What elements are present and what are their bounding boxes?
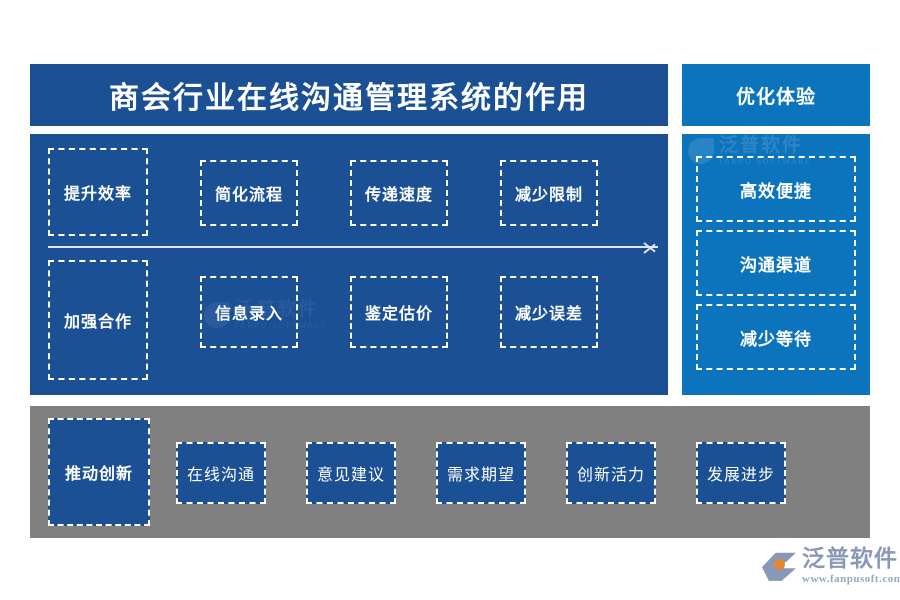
outcome-box-innovation-vitality[interactable]: 创新活力 (566, 442, 656, 504)
outcome-label: 意见建议 (316, 465, 385, 484)
outcome-label: 发展进步 (706, 465, 775, 484)
feature-box-reduce-error[interactable]: 减少误差 (500, 276, 598, 348)
feature-label: 提升效率 (63, 184, 132, 203)
header-badge-label: 优化体验 (735, 85, 816, 108)
feature-box-improve-efficiency[interactable]: 提升效率 (48, 148, 148, 236)
benefit-box-reduce-waiting[interactable]: 减少等待 (696, 304, 856, 370)
right-arrow-icon (644, 238, 656, 256)
benefit-box-communication-channel[interactable]: 沟通渠道 (696, 230, 856, 296)
outcome-label: 在线沟通 (186, 465, 255, 484)
feature-label: 减少限制 (514, 185, 583, 204)
outcome-box-opinions-suggestions[interactable]: 意见建议 (306, 442, 396, 504)
benefit-label: 高效便捷 (740, 181, 812, 202)
main-blue-panel: 提升效率 简化流程 传递速度 减少限制 加强合作 信息录入 鉴定估价 减少误差 … (30, 134, 668, 395)
benefit-box-efficient-convenient[interactable]: 高效便捷 (696, 156, 856, 222)
feature-label: 减少误差 (514, 304, 583, 323)
logo-company-name: 泛普软件 (802, 546, 898, 572)
watermark-cn-text: 泛普软件 (719, 134, 804, 156)
benefit-label: 减少等待 (740, 329, 812, 350)
feature-box-simplify-process[interactable]: 简化流程 (200, 160, 298, 226)
feature-label: 传递速度 (364, 185, 433, 204)
flow-arrow-line (48, 246, 658, 248)
feature-label: 简化流程 (214, 185, 283, 204)
logo-website-url: www.fanpusoft.com (802, 573, 900, 585)
feature-label: 鉴定估价 (364, 304, 433, 323)
page-title: 商会行业在线沟通管理系统的作用 (109, 81, 589, 116)
feature-label: 信息录入 (214, 304, 283, 323)
outcome-box-drive-innovation[interactable]: 推动创新 (48, 418, 150, 526)
logo-dot-shape (774, 558, 785, 570)
feature-box-appraisal-valuation[interactable]: 鉴定估价 (350, 276, 448, 348)
header-badge-optimize-experience: 优化体验 (682, 64, 870, 126)
feature-box-information-entry[interactable]: 信息录入 (200, 276, 298, 348)
outcome-box-development-progress[interactable]: 发展进步 (696, 442, 786, 504)
outcome-label: 推动创新 (64, 464, 133, 483)
bottom-gray-band: 推动创新 在线沟通 意见建议 需求期望 创新活力 发展进步 (30, 406, 870, 538)
outcome-label: 创新活力 (576, 465, 645, 484)
fanpu-logo-icon (762, 552, 796, 582)
feature-box-reduce-restriction[interactable]: 减少限制 (500, 160, 598, 226)
right-blue-panel: 泛普软件 FANPU SOFTWARE 高效便捷 沟通渠道 减少等待 (682, 134, 870, 395)
page-title-bar: 商会行业在线沟通管理系统的作用 (30, 64, 668, 126)
outcome-box-demand-expectation[interactable]: 需求期望 (436, 442, 526, 504)
feature-box-transfer-speed[interactable]: 传递速度 (350, 160, 448, 226)
company-logo: 泛普软件 www.fanpusoft.com (762, 548, 900, 585)
feature-box-strengthen-cooperation[interactable]: 加强合作 (48, 260, 148, 380)
outcome-box-online-communication[interactable]: 在线沟通 (176, 442, 266, 504)
feature-label: 加强合作 (63, 312, 132, 331)
outcome-label: 需求期望 (446, 465, 515, 484)
benefit-label: 沟通渠道 (740, 255, 812, 276)
